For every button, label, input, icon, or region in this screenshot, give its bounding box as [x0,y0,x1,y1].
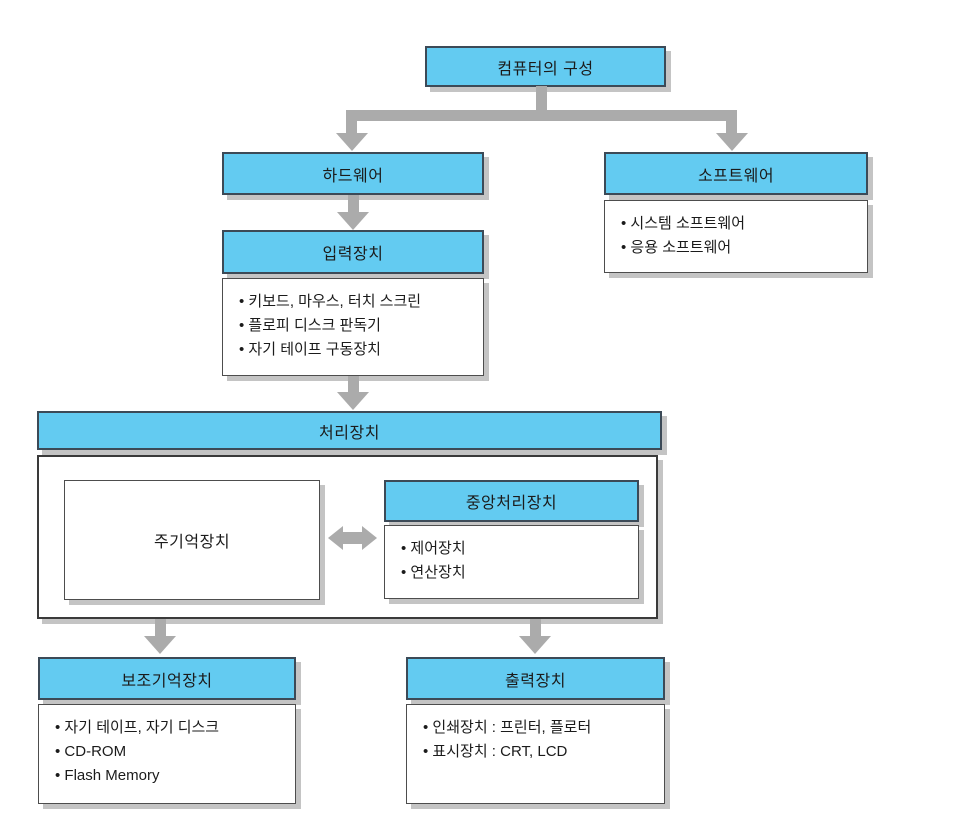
input-device-items-box: 키보드, 마우스, 터치 스크린 플로피 디스크 판독기 자기 테이프 구동장치 [222,278,484,376]
double-arrow-icon [328,526,377,550]
node-input-device: 입력장치 [222,230,484,274]
node-main-memory-label: 주기억장치 [153,534,231,551]
node-cpu: 중앙처리장치 [384,480,639,522]
list-item: 응용 소프트웨어 [621,236,859,260]
output-device-items-list: 인쇄장치 : 프린터, 플로터 표시장치 : CRT, LCD [407,705,664,772]
list-item: 제어장치 [401,537,630,561]
node-output-device: 출력장치 [406,657,665,700]
connector-right-arm [726,119,737,135]
list-item: Flash Memory [55,764,287,788]
list-item: 인쇄장치 : 프린터, 플로터 [423,716,656,740]
double-arrow-right-tip [362,526,377,550]
connector-horizontal-bar [346,110,737,121]
node-computer-composition: 컴퓨터의 구성 [425,46,666,87]
list-item: CD-ROM [55,740,287,764]
output-device-items-box: 인쇄장치 : 프린터, 플로터 표시장치 : CRT, LCD [406,704,665,804]
node-computer-composition-label: 컴퓨터의 구성 [497,60,594,78]
arrow-down-to-software-icon [716,133,748,151]
connector-processing-output-stem [530,619,541,638]
arrow-down-to-output-icon [519,636,551,654]
connector-hardware-input-stem [348,195,359,215]
connector-processing-secondary-stem [155,619,166,638]
node-input-device-label: 입력장치 [322,246,384,263]
software-items-box: 시스템 소프트웨어 응용 소프트웨어 [604,200,868,273]
node-processing-unit: 처리장치 [37,411,662,450]
double-arrow-bar [343,532,362,544]
node-processing-unit-label: 처리장치 [319,424,380,442]
list-item: 표시장치 : CRT, LCD [423,740,656,764]
arrow-down-to-processing-icon [337,392,369,410]
processing-unit-container: 주기억장치 중앙처리장치 제어장치 연산장치 [37,455,658,619]
secondary-storage-items-box: 자기 테이프, 자기 디스크 CD-ROM Flash Memory [38,704,296,804]
connector-root-stem [536,86,547,112]
node-hardware: 하드웨어 [222,152,484,195]
node-output-device-label: 출력장치 [505,672,566,690]
node-hardware-label: 하드웨어 [322,167,384,185]
node-cpu-label: 중앙처리장치 [465,495,558,512]
list-item: 연산장치 [401,561,630,585]
node-secondary-storage-label: 보조기억장치 [121,672,213,690]
arrow-down-to-hardware-icon [336,133,368,151]
list-item: 플로피 디스크 판독기 [239,314,475,338]
cpu-items-box: 제어장치 연산장치 [384,525,639,599]
software-items-list: 시스템 소프트웨어 응용 소프트웨어 [605,201,867,268]
double-arrow-left-tip [328,526,343,550]
list-item: 자기 테이프, 자기 디스크 [55,716,287,740]
node-main-memory: 주기억장치 [64,480,320,600]
cpu-items-list: 제어장치 연산장치 [385,526,638,593]
connector-input-processing-stem [348,376,359,395]
arrow-down-to-secondary-icon [144,636,176,654]
node-software: 소프트웨어 [604,152,868,195]
list-item: 자기 테이프 구동장치 [239,338,475,362]
input-device-items-list: 키보드, 마우스, 터치 스크린 플로피 디스크 판독기 자기 테이프 구동장치 [223,279,483,370]
arrow-down-to-input-icon [337,212,369,230]
node-secondary-storage: 보조기억장치 [38,657,296,700]
connector-left-arm [346,119,357,135]
secondary-storage-items-list: 자기 테이프, 자기 디스크 CD-ROM Flash Memory [39,705,295,796]
list-item: 키보드, 마우스, 터치 스크린 [239,290,475,314]
node-software-label: 소프트웨어 [697,167,775,185]
list-item: 시스템 소프트웨어 [621,212,859,236]
